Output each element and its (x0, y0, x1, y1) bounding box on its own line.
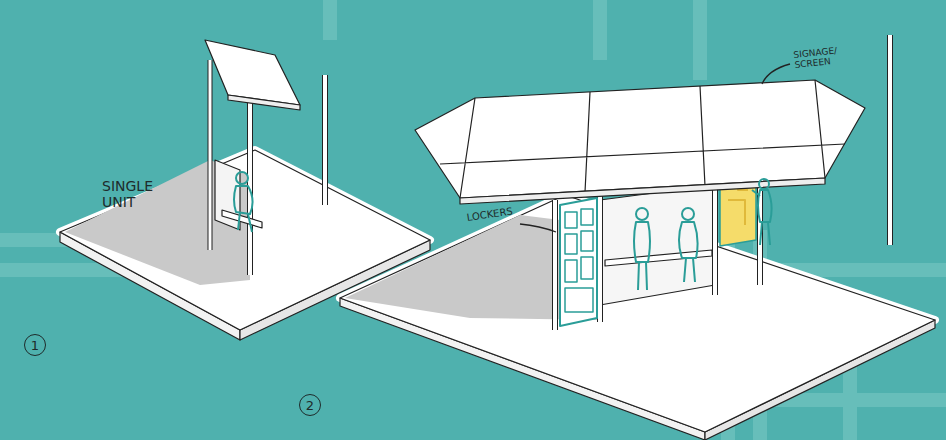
extended-shelter (340, 35, 935, 440)
leader-line (520, 224, 556, 232)
locker-doors (565, 209, 593, 312)
annotation-label: SINGLE UNIT (102, 178, 162, 210)
leader-line (762, 64, 790, 84)
person (234, 172, 253, 232)
callout-text: 1 (31, 338, 39, 353)
people (634, 179, 772, 290)
callout-number: 1 (24, 334, 46, 356)
annotation-label: SIGNAGE/ SCREEN (793, 44, 855, 71)
callout-number: 2 (299, 394, 321, 416)
callout-text: 2 (306, 398, 314, 413)
